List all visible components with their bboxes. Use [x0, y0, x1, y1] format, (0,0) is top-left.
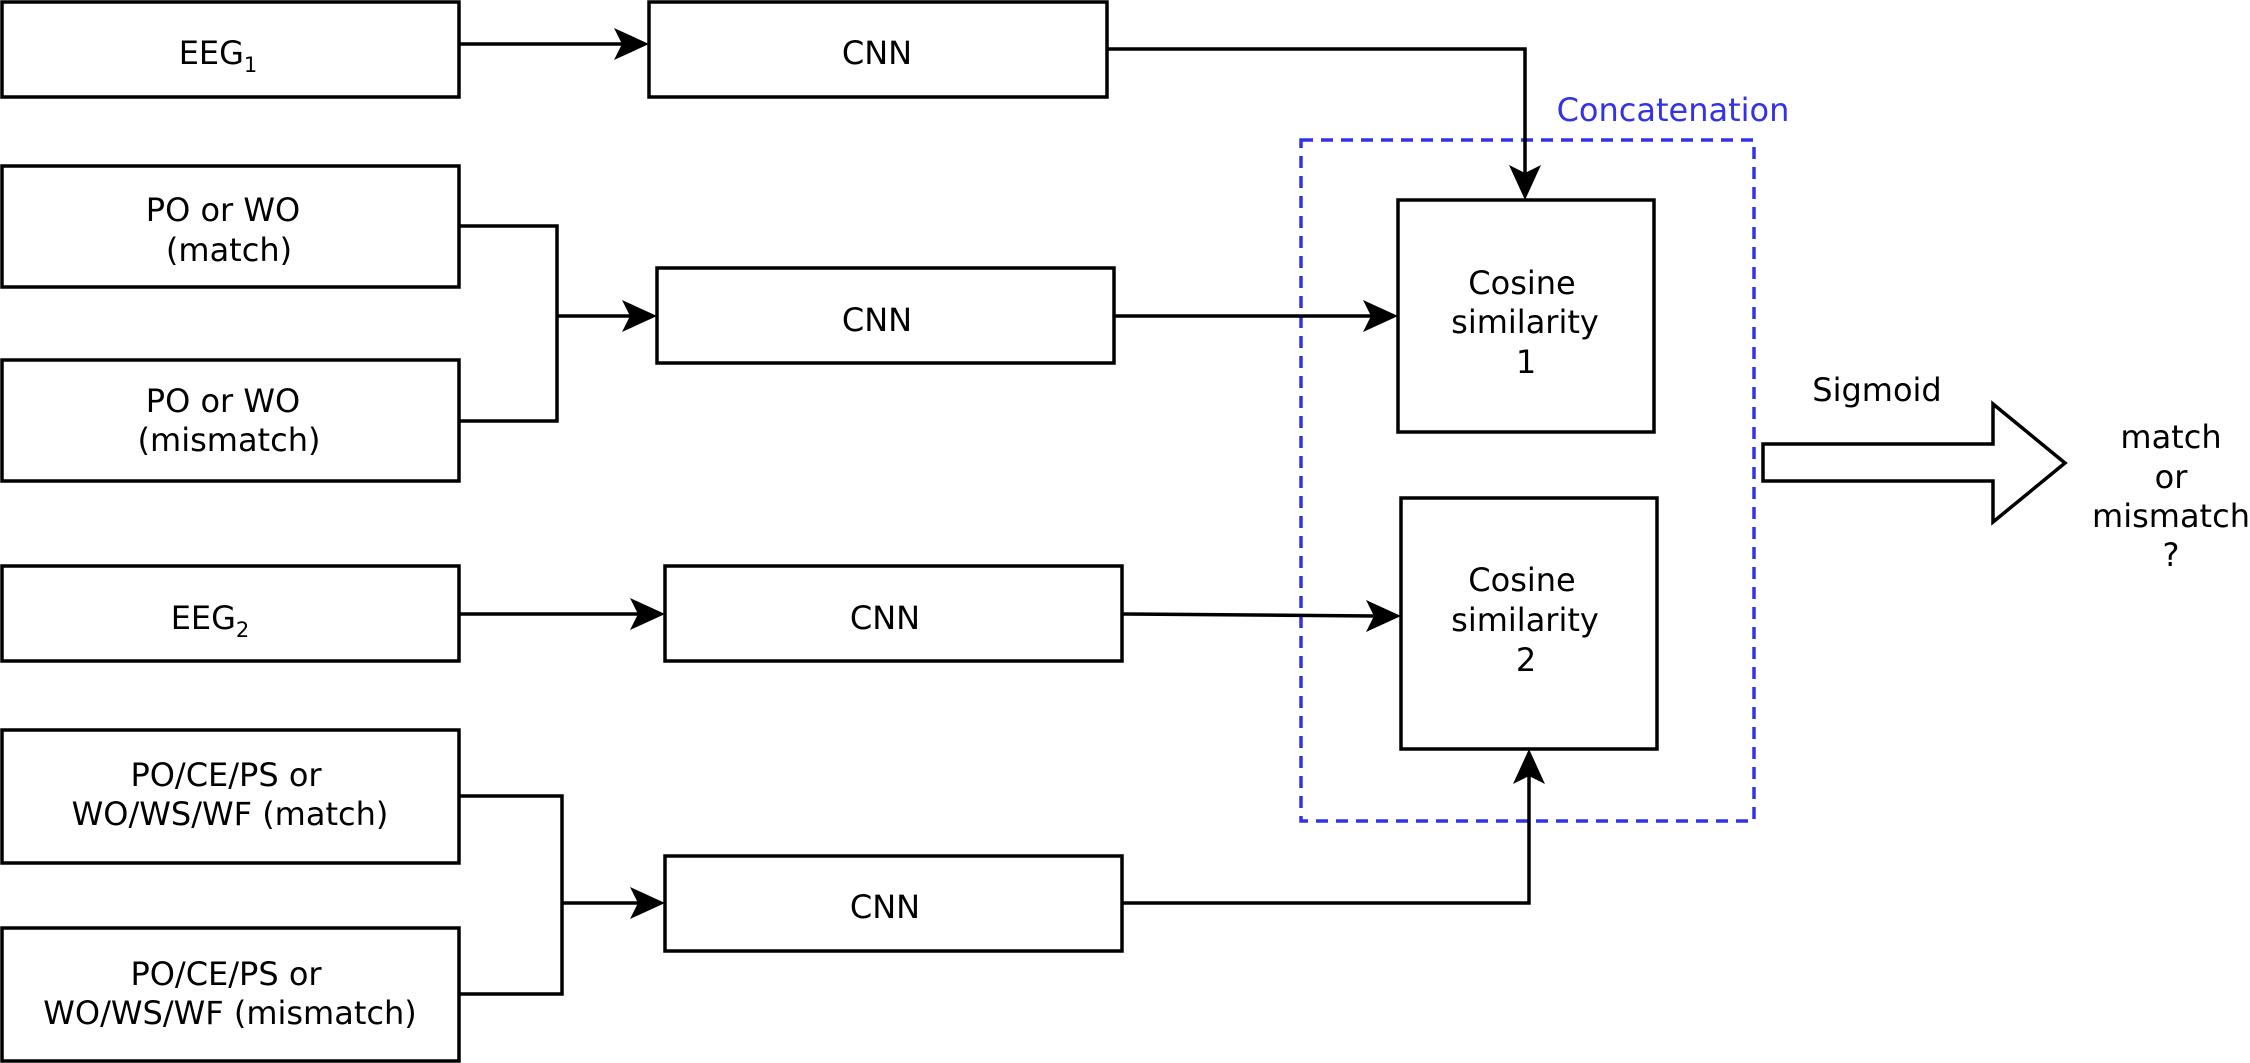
output-line1: match — [2120, 418, 2221, 456]
output-line2: or — [2155, 458, 2189, 496]
eeg2-box: EEG2 — [0, 564, 461, 663]
eeg2-label: EEG2 — [171, 599, 250, 642]
po-wo-match-box: PO or WO (match) — [0, 164, 461, 289]
merge-po-ce-ps-to-cnn — [459, 794, 665, 996]
po-ce-ps-match-line1: PO/CE/PS or — [130, 756, 322, 794]
po-ce-ps-match-box: PO/CE/PS or WO/WS/WF (match) — [0, 728, 461, 865]
cnn-2-label: CNN — [842, 301, 912, 339]
sigmoid-arrow — [1761, 400, 2068, 526]
po-ce-ps-match-line2: WO/WS/WF (match) — [72, 795, 389, 833]
arrow-cnn4-to-cosine2 — [1122, 749, 1545, 905]
cosine-1-line1: Cosine — [1468, 264, 1575, 302]
eeg1-box: EEG1 — [0, 0, 461, 99]
po-wo-match-line1: PO or WO — [146, 191, 300, 229]
cosine-similarity-2-box: Cosine similarity 2 — [1399, 496, 1659, 751]
cnn-1-label: CNN — [842, 34, 912, 72]
cnn-box-4: CNN — [663, 854, 1124, 953]
cnn-box-1: CNN — [647, 0, 1109, 99]
cosine-1-line3: 1 — [1516, 343, 1536, 381]
sigmoid-label: Sigmoid — [1812, 371, 1941, 409]
cosine-2-line3: 2 — [1516, 641, 1536, 679]
arrow-eeg1-to-cnn — [459, 28, 649, 60]
cnn-4-label: CNN — [850, 888, 920, 926]
po-wo-match-line2: (match) — [166, 231, 292, 269]
arrow-cnn3-to-cosine2 — [1121, 600, 1401, 632]
cnn-box-3: CNN — [663, 564, 1124, 663]
arrow-cnn1-to-cosine1 — [1107, 47, 1541, 200]
output-label: match or mismatch ? — [2092, 418, 2250, 574]
cosine-1-line2: similarity — [1451, 303, 1599, 341]
cnn-3-label: CNN — [850, 599, 920, 637]
merge-po-wo-to-cnn — [459, 224, 657, 423]
po-ce-ps-mismatch-line2: WO/WS/WF (mismatch) — [43, 994, 416, 1032]
po-wo-mismatch-box: PO or WO (mismatch) — [0, 358, 461, 483]
arrow-eeg2-to-cnn — [459, 598, 665, 630]
concatenation-label: Concatenation — [1557, 91, 1790, 129]
po-wo-mismatch-line1: PO or WO — [146, 382, 300, 420]
cosine-2-line2: similarity — [1451, 601, 1599, 639]
output-line3: mismatch — [2092, 497, 2250, 535]
cosine-similarity-1-box: Cosine similarity 1 — [1396, 198, 1656, 434]
po-ce-ps-mismatch-box: PO/CE/PS or WO/WS/WF (mismatch) — [0, 926, 461, 1063]
po-wo-mismatch-line2: (mismatch) — [138, 421, 321, 459]
output-line4: ? — [2163, 536, 2180, 574]
cosine-2-line1: Cosine — [1468, 561, 1575, 599]
cnn-box-2: CNN — [655, 266, 1116, 365]
arrow-cnn2-to-cosine1 — [1114, 300, 1398, 332]
po-ce-ps-mismatch-line1: PO/CE/PS or — [130, 955, 322, 993]
eeg1-label: EEG1 — [179, 34, 258, 77]
